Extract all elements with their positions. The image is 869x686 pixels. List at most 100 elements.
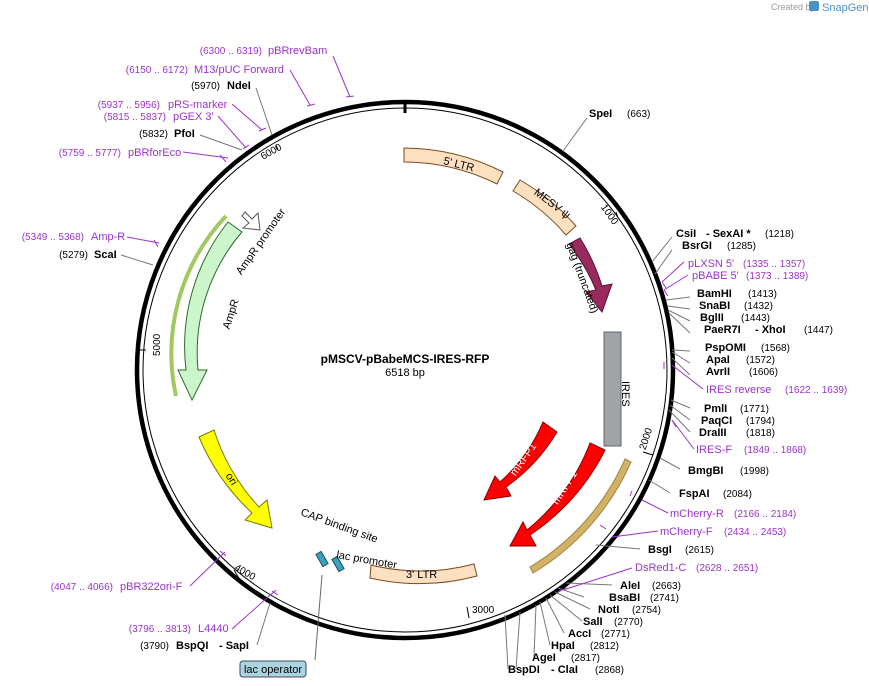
primer-label[interactable]: M13/pUC Forward — [194, 64, 284, 76]
site-label[interactable]: PaeR7I — [704, 324, 741, 336]
site-pos: (2754) — [632, 605, 661, 616]
primer-label[interactable]: mCherry-F — [660, 526, 713, 538]
primer-pos: (6300 .. 6319) — [200, 46, 262, 57]
primer-pos: (2628 .. 2651) — [696, 563, 758, 574]
left-primers: (6300 .. 6319) pBRrevBam (6150 .. 6172) … — [22, 45, 328, 635]
label-ires: IRES — [619, 381, 631, 407]
site-label[interactable]: PaqCI — [701, 415, 732, 427]
right-primers: pLXSN 5' (1335 .. 1357) pBABE 5' (1373 .… — [635, 258, 847, 574]
primer-label[interactable]: pLXSN 5' — [688, 258, 734, 270]
feature-lac-promoter[interactable]: lac promoter CAP binding site — [299, 507, 398, 573]
primer-label[interactable]: Amp-R — [91, 231, 125, 243]
label-lac-operator: lac operator — [244, 664, 302, 676]
right-primer-leaders — [557, 261, 704, 593]
primer-label[interactable]: pGEX 3' — [173, 111, 214, 123]
site-label[interactable]: AgeI — [532, 652, 556, 664]
tick-3000: 3000 — [472, 605, 495, 616]
site-label[interactable]: BsgI — [648, 544, 672, 556]
site-pos: (2812) — [590, 641, 619, 652]
feature-ori[interactable]: ori — [198, 429, 273, 529]
site-label[interactable]: BglII — [700, 312, 724, 324]
primer-label[interactable]: L4440 — [198, 623, 229, 635]
site-pos: (1568) — [761, 343, 790, 354]
label-ampr-promoter: AmpR promoter — [234, 206, 289, 277]
primer-label[interactable]: mCherry-R — [670, 508, 724, 520]
primer-label[interactable]: pBR322ori-F — [120, 581, 183, 593]
site-label[interactable]: PmlI — [704, 403, 727, 415]
primer-pos: (1335 .. 1357) — [743, 259, 805, 270]
site-label[interactable]: SnaBI — [699, 300, 730, 312]
primer-label[interactable]: pBABE 5' — [692, 270, 739, 282]
site-pos: (2868) — [595, 665, 624, 676]
left-sites: (5970) NdeI (5832) PfoI (5279) ScaI (379… — [59, 80, 251, 652]
feature-gag[interactable]: gag (truncated) — [563, 237, 613, 315]
site-label[interactable]: BspDI — [508, 664, 540, 676]
primer-pos: (3796 .. 3813) — [129, 624, 191, 635]
site-pos: (5970) — [191, 81, 220, 92]
site-label[interactable]: SalI — [583, 616, 603, 628]
primer-label[interactable]: IRES reverse — [706, 384, 771, 396]
site-extra[interactable]: - ClaI — [551, 664, 578, 676]
plasmid-name: pMSCV-pBabeMCS-IRES-RFP — [321, 352, 490, 366]
site-pos: (2615) — [685, 545, 714, 556]
site-label[interactable]: FspAI — [679, 488, 710, 500]
label-cap: CAP binding site — [299, 507, 379, 546]
site-extra[interactable]: - SapI — [219, 640, 249, 652]
feature-ires[interactable]: IRES — [603, 331, 631, 447]
primer-label[interactable]: pBRforEco — [128, 147, 181, 159]
site-label[interactable]: BsrGI — [682, 240, 712, 252]
site-label[interactable]: AleI — [620, 580, 640, 592]
site-pos: (1794) — [746, 416, 775, 427]
site-pos: (1447) — [804, 325, 833, 336]
label-ori: ori — [223, 471, 240, 488]
site-pos: (1443) — [741, 313, 770, 324]
feature-mesv-psi[interactable]: MESV ψ — [512, 179, 577, 236]
tick-2000: 2000 — [638, 426, 655, 451]
site-pos: (1413) — [748, 289, 777, 300]
site-label[interactable]: SpeI — [589, 108, 612, 120]
primer-label[interactable]: DsRed1-C — [635, 562, 686, 574]
site-label[interactable]: PspOMI — [705, 342, 746, 354]
site-pos: (1818) — [746, 428, 775, 439]
label-3ltr: 3' LTR — [406, 569, 437, 581]
site-label[interactable]: CsiI — [676, 228, 696, 240]
site-pos: (1218) — [765, 229, 794, 240]
site-pos: (1572) — [746, 355, 775, 366]
primer-pos: (6150 .. 6172) — [126, 65, 188, 76]
primer-pos: (5759 .. 5777) — [59, 148, 121, 159]
site-label[interactable]: BamHI — [697, 288, 732, 300]
feature-3ltr[interactable]: 3' LTR — [369, 563, 478, 585]
primer-pos: (1849 .. 1868) — [744, 445, 806, 456]
site-label[interactable]: ScaI — [94, 249, 117, 261]
site-extra[interactable]: - XhoI — [755, 324, 786, 336]
site-pos: (3790) — [140, 641, 169, 652]
site-pos: (2663) — [652, 581, 681, 592]
feature-mrfp1-inner[interactable]: mRFP1 — [483, 421, 558, 501]
site-label[interactable]: AvrII — [706, 366, 730, 378]
site-label[interactable]: HpaI — [551, 640, 575, 652]
site-label[interactable]: DraIII — [699, 427, 727, 439]
site-extra[interactable]: - SexAI * — [706, 228, 751, 240]
site-label[interactable]: BmgBI — [688, 465, 723, 477]
site-pos: (2771) — [601, 629, 630, 640]
primer-label[interactable]: pRS-marker — [168, 99, 228, 111]
feature-ampr[interactable]: AmpR — [169, 214, 243, 402]
site-label[interactable]: ApaI — [706, 354, 730, 366]
lac-operator-tag[interactable] — [239, 660, 307, 678]
feature-5ltr[interactable]: 5' LTR — [403, 147, 504, 185]
feature-ampr-promoter[interactable]: AmpR promoter — [234, 206, 289, 277]
label-ampr: AmpR — [221, 298, 242, 331]
site-label[interactable]: NdeI — [227, 80, 251, 92]
lac-operator-leader — [314, 574, 323, 661]
site-label[interactable]: NotI — [598, 604, 619, 616]
site-label[interactable]: AccI — [568, 628, 591, 640]
site-label[interactable]: BsaBI — [609, 592, 640, 604]
primer-label[interactable]: pBRrevBam — [268, 45, 327, 57]
site-pos: (1771) — [740, 404, 769, 415]
site-label[interactable]: BspQI — [176, 640, 208, 652]
site-pos: (5279) — [59, 250, 88, 261]
primer-pos: (2434 .. 2453) — [724, 527, 786, 538]
primer-label[interactable]: IRES-F — [696, 444, 732, 456]
site-label[interactable]: PfoI — [174, 128, 195, 140]
